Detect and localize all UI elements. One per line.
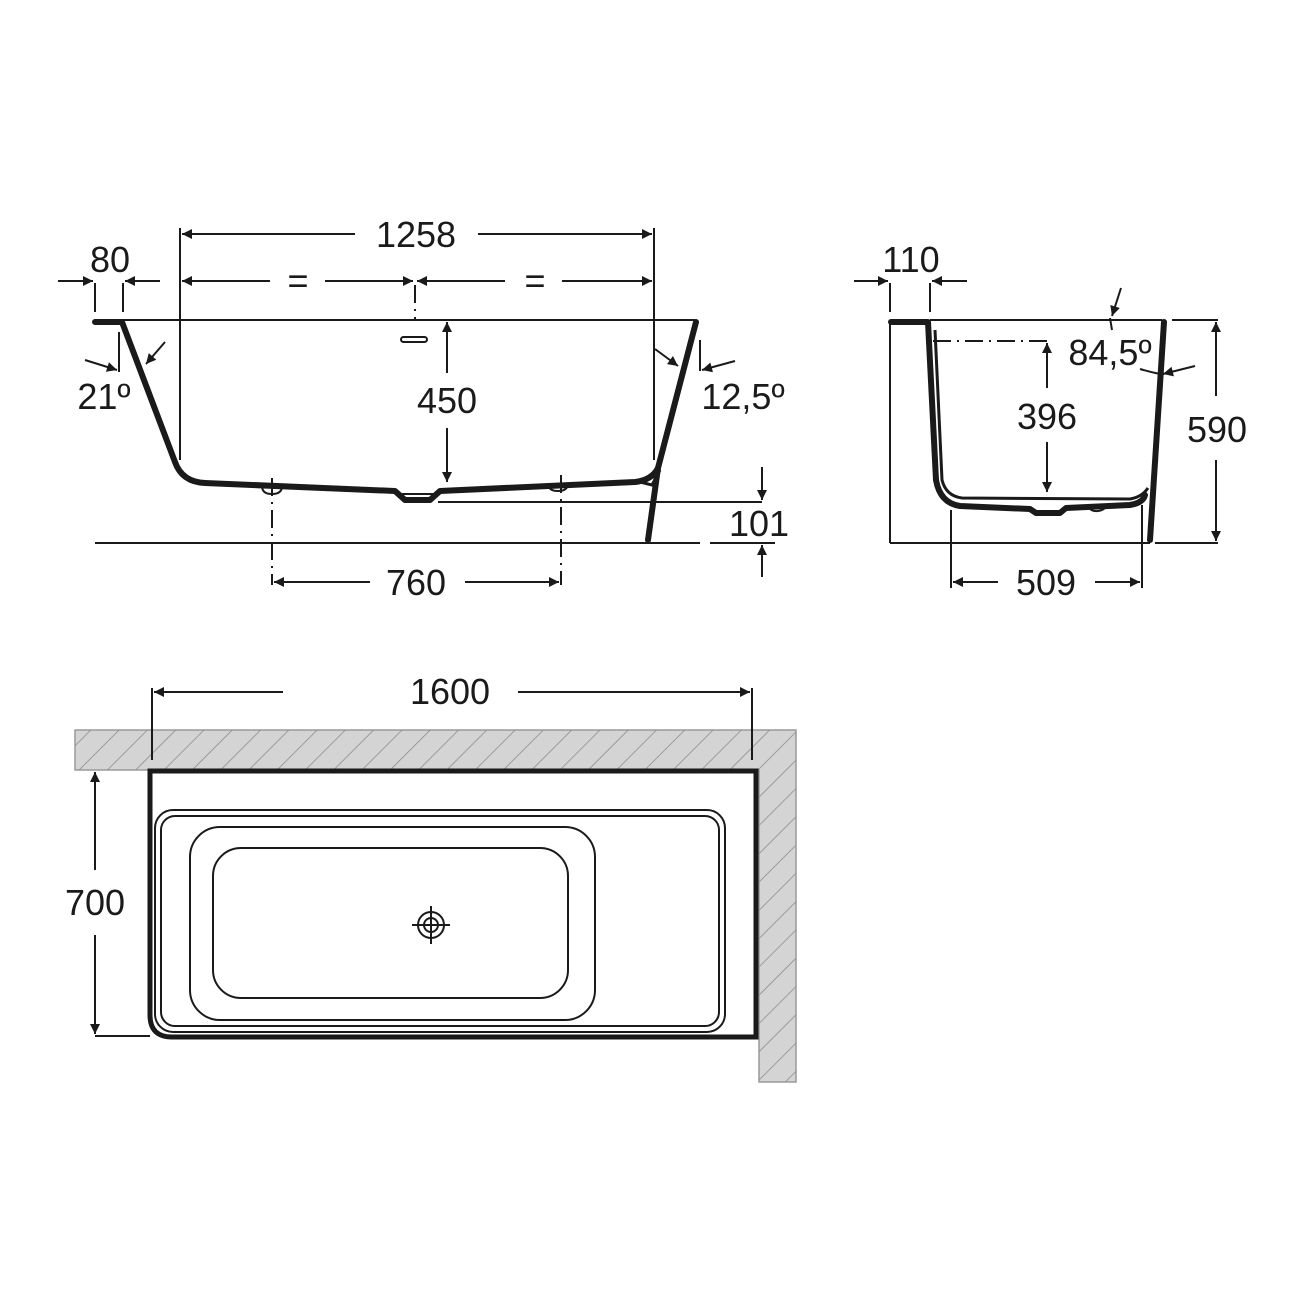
angle-84-5: 84,5º [1068, 332, 1151, 373]
drain-target-icon [412, 906, 450, 944]
basin-outer [189, 826, 596, 1021]
foot-right [547, 482, 569, 493]
side-tub-outline [888, 319, 1148, 516]
front-view: 1258 = = 80 21º 12,5º 450 101 [58, 214, 789, 603]
side-wall-right [1147, 319, 1167, 543]
dim-450: 450 [417, 380, 477, 421]
dim-700: 700 [65, 882, 125, 923]
equal-mark-right: = [524, 260, 545, 301]
equal-mark-left: = [287, 260, 308, 301]
dim-80: 80 [90, 239, 130, 280]
plan-tub-outline [147, 768, 759, 1040]
dim-590: 590 [1187, 409, 1247, 450]
dim-396: 396 [1017, 396, 1077, 437]
basin-inner [212, 847, 569, 999]
plan-view: 1600 700 [65, 671, 797, 1083]
dim-1258: 1258 [376, 214, 456, 255]
dim-1600: 1600 [410, 671, 490, 712]
dim-760: 760 [386, 562, 446, 603]
dim-101: 101 [729, 503, 789, 544]
dim-110: 110 [882, 239, 939, 280]
angle-21: 21º [77, 376, 130, 417]
dim-509: 509 [1016, 562, 1076, 603]
overflow-slot [400, 336, 428, 343]
angle-12-5: 12,5º [701, 376, 784, 417]
tub-outline [92, 319, 699, 503]
side-view: 110 84,5º 396 590 509 [854, 239, 1247, 603]
